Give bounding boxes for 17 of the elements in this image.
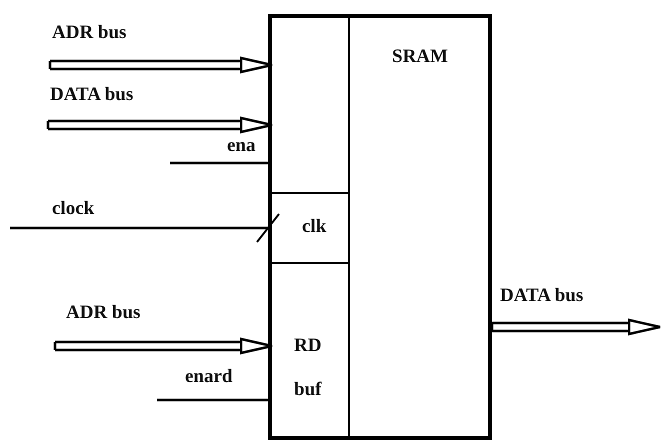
signal-label: clock — [52, 198, 94, 220]
clock-cell — [272, 194, 350, 264]
bus-arrow — [54, 338, 274, 354]
bus-arrow — [46, 116, 274, 134]
sram-block — [268, 14, 492, 440]
signal-label: ena — [227, 135, 256, 157]
block-label: RD buf — [294, 334, 323, 402]
port-cell — [272, 18, 350, 194]
block-label: clk — [302, 216, 326, 238]
bus-arrow — [490, 318, 662, 336]
signal-label: enard — [185, 366, 232, 388]
block-label: SRAM — [392, 46, 448, 68]
bus-arrow — [48, 56, 274, 74]
signal-label: ADR bus — [52, 22, 126, 44]
signal-label: ADR bus — [66, 302, 140, 324]
signal-label: DATA bus — [50, 84, 134, 106]
signal-label: DATA bus — [500, 285, 584, 307]
